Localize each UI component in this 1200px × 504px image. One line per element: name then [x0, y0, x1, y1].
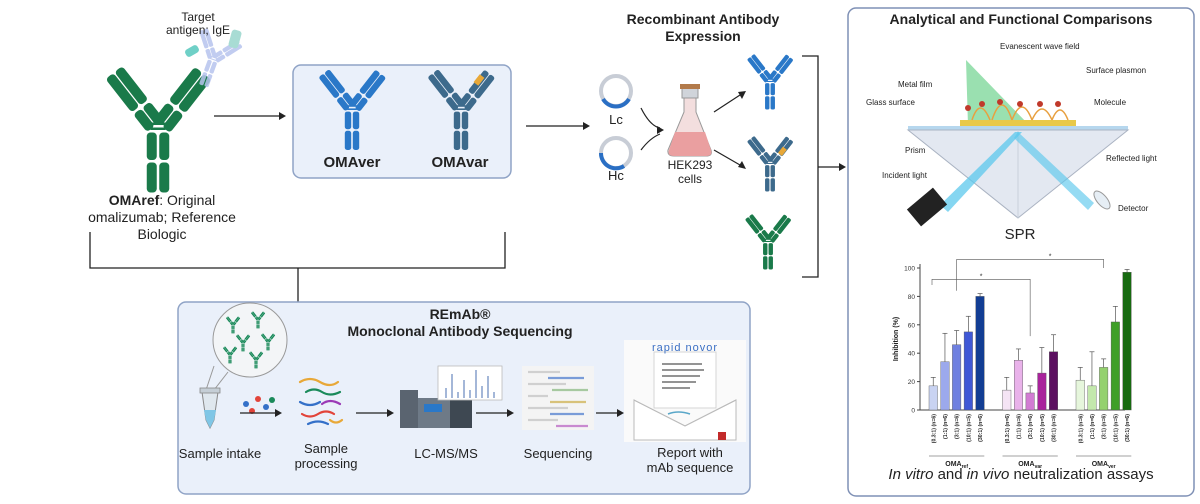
bar: [1037, 372, 1047, 411]
omaver-label: OMAver: [323, 154, 381, 171]
assays-caption: In vitro and in vivo neutralization assa…: [888, 466, 1154, 483]
x-tick-label: (30:1) (n=6): [1125, 414, 1131, 442]
bar: [1087, 385, 1097, 411]
bar: [1002, 389, 1012, 411]
x-tick-label: (1:1) (n=6): [1090, 414, 1096, 439]
bar: [952, 344, 962, 411]
x-tick-label: (30:1) (n=6): [978, 414, 984, 442]
x-tick-label: (0.3:1) (n=6): [1078, 414, 1084, 444]
spr-label-evanescent: Evanescent wave field: [1000, 42, 1080, 51]
spr-label-molecule: Molecule: [1094, 98, 1127, 107]
omavar-label: OMAvar: [431, 154, 489, 171]
x-tick-label: (10:1) (n=5): [966, 414, 972, 442]
report-brand-logo: rapid novor: [652, 342, 719, 354]
x-tick-label: (10:1) (n=5): [1113, 414, 1119, 442]
x-tick-label: (0.3:1) (n=6): [931, 414, 937, 444]
spr-label-surface-plasmon: Surface plasmon: [1086, 66, 1147, 75]
y-axis-label: Inhibition (%): [893, 317, 900, 361]
x-tick-label: (1:1) (n=6): [943, 414, 949, 439]
bar: [1122, 272, 1132, 411]
x-tick-label: (3:1) (n=6): [1028, 414, 1034, 439]
significance-marker: *: [1049, 253, 1052, 260]
step-sample-intake: Sample intake: [178, 446, 262, 461]
flask-icon: [667, 84, 712, 157]
spr-diagram: [906, 60, 1130, 227]
sequencing-sheet-icon: [522, 366, 594, 430]
bar: [1110, 321, 1120, 411]
bar: [963, 331, 973, 411]
y-tick-label: 80: [908, 294, 916, 301]
x-tick-label: (3:1) (n=6): [1102, 414, 1108, 439]
lcms-instrument-icon: [400, 365, 503, 428]
processing-molecules-icon: [243, 396, 275, 414]
x-tick-label: (3:1) (n=6): [955, 414, 961, 439]
spr-label-detector: Detector: [1118, 204, 1149, 213]
bar: [1014, 360, 1023, 411]
group-label: OMAvar: [1018, 461, 1042, 470]
spr-label-incident-light: Incident light: [882, 171, 927, 180]
hc-plasmid-icon: [598, 136, 633, 171]
step-sample-processing: Sample processing: [294, 441, 358, 471]
step-report: Report with mAb sequence: [646, 445, 734, 475]
bar: [1049, 351, 1059, 411]
omaref-name: OMAref: [108, 192, 160, 208]
hek293-label: HEK293 cells: [667, 158, 713, 186]
bar: [928, 385, 938, 411]
spr-label-prism: Prism: [905, 146, 926, 155]
spr-label-reflected-light: Reflected light: [1106, 154, 1157, 163]
expression-title: Recombinant Antibody Expression: [626, 11, 780, 44]
bar: [1099, 367, 1109, 411]
x-tick-label: (1:1) (n=6): [1016, 414, 1022, 439]
step-sequencing: Sequencing: [523, 446, 593, 461]
omaref-description: OMAref: Original omalizumab; Reference B…: [88, 192, 236, 242]
omaref-antibody-icon: [105, 65, 212, 193]
spr-label-metal-film: Metal film: [898, 80, 933, 89]
y-tick-label: 0: [911, 408, 915, 415]
group-label: OMAref: [945, 461, 968, 470]
group-label: OMAver: [1092, 461, 1116, 470]
significance-marker: *: [980, 273, 983, 280]
target-antigen-label: Target antigen; IgE: [166, 10, 231, 37]
spr-caption: SPR: [1004, 226, 1036, 243]
bar: [975, 296, 985, 411]
x-tick-label: (0.3:1) (n=6): [1005, 414, 1011, 444]
significance-bracket: [956, 259, 1104, 291]
report-envelope-icon: [624, 340, 746, 442]
lc-label: Lc: [609, 112, 623, 127]
y-tick-label: 40: [908, 351, 916, 358]
x-tick-label: (10:1) (n=5): [1040, 414, 1046, 442]
spr-label-glass-surface: Glass surface: [866, 98, 915, 107]
rembab-title: REmAb® Monoclonal Antibody Sequencing: [347, 306, 573, 339]
y-tick-label: 20: [908, 379, 916, 386]
bar: [940, 361, 950, 411]
lc-plasmid-icon: [599, 74, 633, 109]
analytical-title: Analytical and Functional Comparisons: [889, 11, 1153, 27]
y-tick-label: 60: [908, 322, 916, 329]
bar: [1025, 392, 1035, 411]
step-lcms: LC-MS/MS: [414, 446, 478, 461]
y-tick-label: 100: [904, 266, 915, 273]
sample-tube-icon: [199, 387, 221, 430]
significance-bracket: [931, 279, 1031, 337]
hc-label: Hc: [608, 168, 624, 183]
x-tick-label: (30:1) (n=6): [1052, 414, 1058, 442]
peptide-fragments-icon: [298, 377, 344, 426]
bar: [1075, 379, 1085, 411]
